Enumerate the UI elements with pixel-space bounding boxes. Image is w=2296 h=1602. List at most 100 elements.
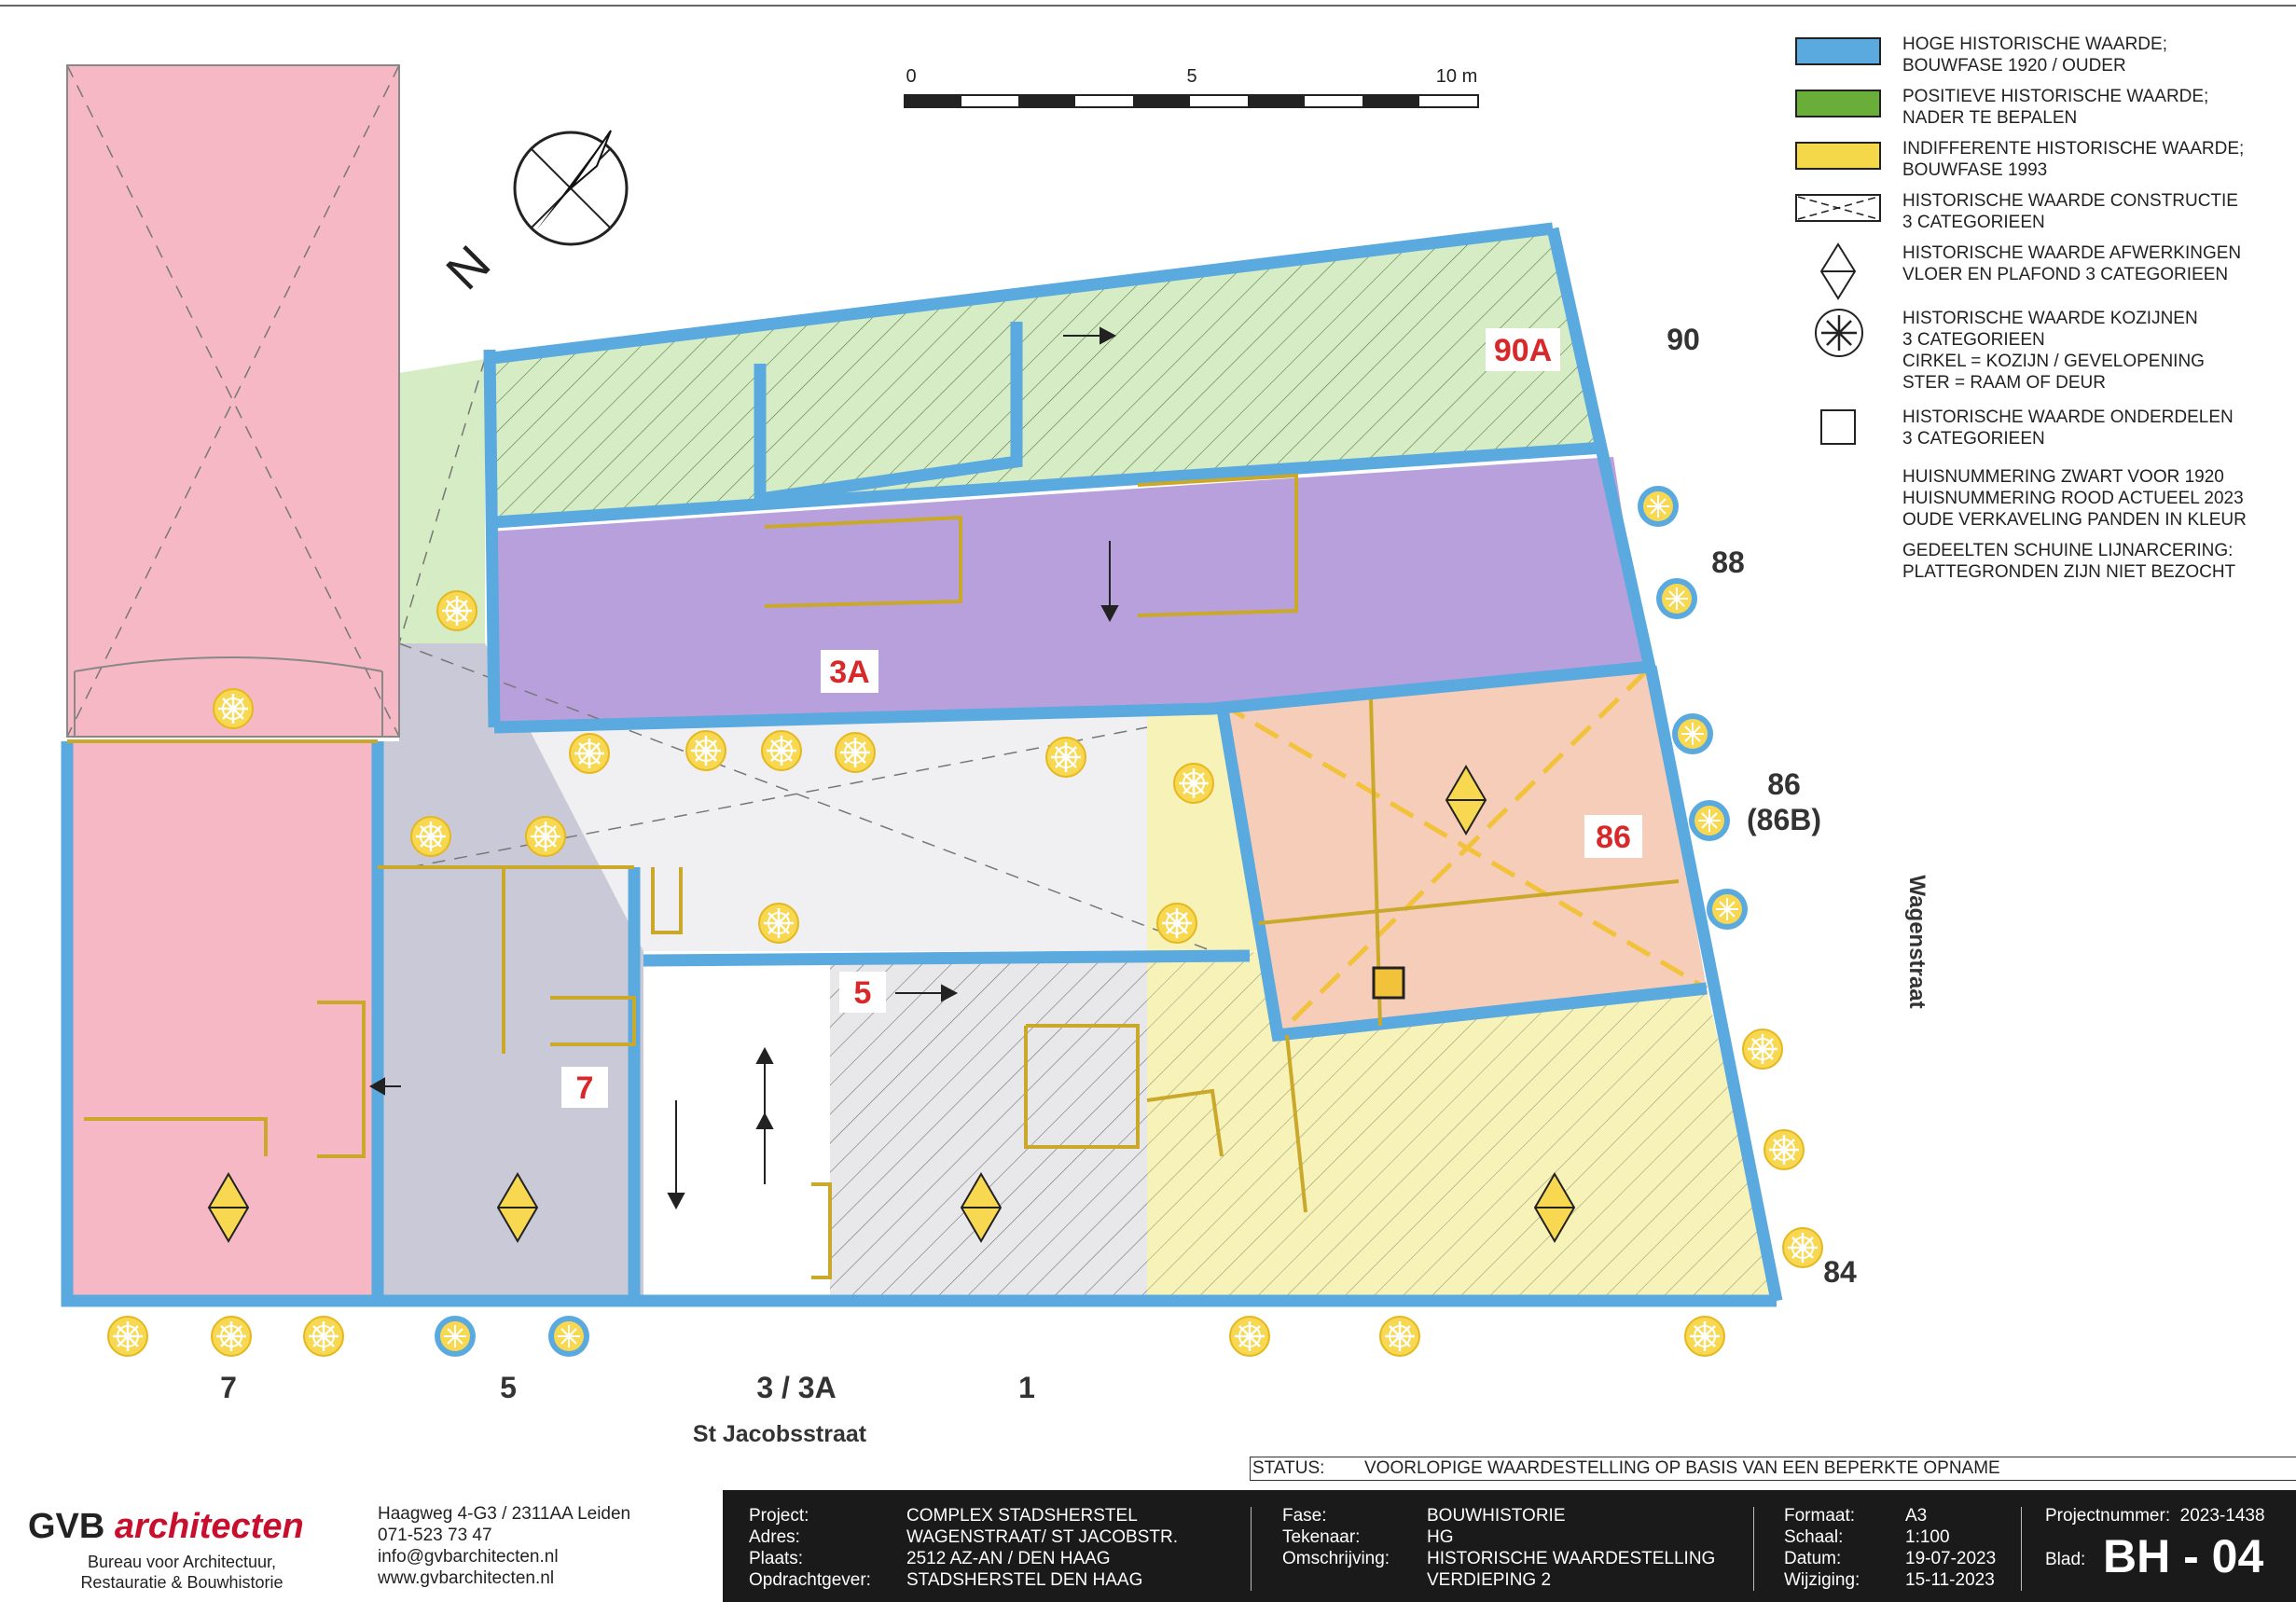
legend-item-construction: HISTORISCHE WAARDE CONSTRUCTIE 3 CATEGOR…: [1795, 190, 2289, 233]
walls-blue: [61, 222, 1783, 1307]
house-number-90: 90: [1667, 323, 1700, 356]
value-datum: 19-07-2023: [1905, 1549, 1997, 1568]
value-fase: BOUWHISTORIE: [1427, 1506, 1566, 1526]
legend-text-positive-value: POSITIEVE HISTORISCHE WAARDE; NADER TE B…: [1902, 87, 2209, 128]
value-project: COMPLEX STADSHERSTEL: [906, 1506, 1138, 1526]
north-letter: N: [436, 235, 501, 300]
value-projectnummer: 2023-1438: [2179, 1506, 2265, 1526]
legend-diamond-icon: [1819, 242, 1857, 300]
street-st-jacobsstraat: St Jacobsstraat: [693, 1421, 867, 1447]
firm-tagline: Bureau voor Architectuur, Restauratie & …: [80, 1553, 284, 1592]
firm-name-b: architecten: [114, 1507, 304, 1546]
plot-white-stair: [643, 960, 830, 1301]
label-plaats: Plaats:: [749, 1549, 804, 1568]
legend-text-kozijnen: HISTORISCHE WAARDE KOZIJNEN 3 CATEGORIEE…: [1902, 309, 2205, 393]
title-block-firm: GVB architecten Bureau voor Architectuur…: [0, 1490, 723, 1602]
plot-light-court: [485, 643, 1212, 951]
legend-text-parts: HISTORISCHE WAARDE ONDERDELEN 3 CATEGORI…: [1902, 407, 2234, 449]
label-project: Project:: [749, 1506, 809, 1526]
legend-item-positive-value: POSITIEVE HISTORISCHE WAARDE; NADER TE B…: [1795, 86, 2289, 129]
scale-tick-5: 5: [1186, 66, 1196, 87]
value-opdrachtgever: STADSHERSTEL DEN HAAG: [906, 1570, 1143, 1590]
firm-contact: Haagweg 4-G3 / 2311AA Leiden 071-523 73 …: [378, 1503, 630, 1589]
legend-text-construction: HISTORISCHE WAARDE CONSTRUCTIE 3 CATEGOR…: [1902, 191, 2238, 232]
house-number-5: 5: [500, 1371, 517, 1404]
firm-phone: 071-523 73 47: [378, 1526, 492, 1545]
status-text: VOORLOPIGE WAARDESTELLING OP BASIS VAN E…: [1364, 1458, 2000, 1478]
label-datum: Datum:: [1784, 1549, 1842, 1568]
label-7: 7: [576, 1070, 594, 1106]
stair-arrows: [368, 326, 1119, 1210]
yellow-x-dashes: [1220, 670, 1708, 1037]
value-tekenaar: HG: [1427, 1527, 1454, 1547]
label-wijziging: Wijziging:: [1784, 1570, 1860, 1590]
scale-bar: 0 5 10 m: [904, 66, 1479, 108]
scale-tick-0: 0: [906, 66, 916, 87]
legend-notes: HUISNUMMERING ZWART VOOR 1920 HUISNUMMER…: [1795, 466, 2289, 583]
legend-asterisk-circle-icon: [1815, 309, 1863, 357]
legend-yellow-band-icon: [1795, 142, 1881, 170]
format-labels: Formaat: Schaal: Datum: Wijziging:: [1784, 1505, 1860, 1591]
label-schaal: Schaal:: [1784, 1527, 1844, 1547]
onderdeel-square: [1372, 966, 1405, 1000]
projectnumber: Projectnummer: 2023-1438: [2045, 1505, 2265, 1526]
house-number-86b: (86B): [1747, 803, 1821, 836]
separator: [2021, 1507, 2022, 1591]
legend-item-kozijnen: HISTORISCHE WAARDE KOZIJNEN 3 CATEGORIEE…: [1795, 308, 2289, 397]
status-label: STATUS:: [1252, 1458, 1325, 1478]
value-schaal: 1:100: [1905, 1527, 1950, 1547]
value-adres: WAGENSTRAAT/ ST JACOBSTR.: [906, 1527, 1179, 1547]
legend-green-band-icon: [1795, 90, 1881, 117]
house-numbers: 90 88 86 (86B) 84 7 5 3 / 3A 1: [220, 323, 1857, 1404]
legend: HOGE HISTORISCHE WAARDE; BOUWFASE 1920 /…: [1795, 34, 2289, 592]
legend-item-finishes: HISTORISCHE WAARDE AFWERKINGEN VLOER EN …: [1795, 242, 2289, 300]
red-labels: 90A 3A 86 5 7: [561, 328, 1642, 1108]
walls-pink: [66, 64, 400, 738]
legend-item-high-value: HOGE HISTORISCHE WAARDE; BOUWFASE 1920 /…: [1795, 34, 2289, 76]
label-opdrachtgever: Opdrachtgever:: [749, 1570, 871, 1590]
street-wagenstraat: Wagenstraat: [1904, 875, 1929, 1008]
label-adres: Adres:: [749, 1527, 800, 1547]
floor-plan: 90A 3A 86 5 7 90 88 86 (86B) 84 7 5 3 / …: [0, 5, 2296, 1447]
legend-item-parts: HISTORISCHE WAARDE ONDERDELEN 3 CATEGORI…: [1795, 407, 2289, 449]
project-labels: Project: Adres: Plaats: Opdrachtgever:: [749, 1505, 871, 1591]
label-fase: Fase:: [1282, 1506, 1327, 1526]
firm-logo: GVB architecten: [28, 1507, 304, 1547]
plot-pink-7: [67, 741, 378, 1301]
label-omschrijving: Omschrijving:: [1282, 1549, 1390, 1568]
scale-tick-10m: 10 m: [1436, 66, 1477, 87]
house-number-1: 1: [1018, 1371, 1035, 1404]
label-5: 5: [854, 975, 872, 1011]
legend-text-high-value: HOGE HISTORISCHE WAARDE; BOUWFASE 1920 /…: [1902, 35, 2167, 76]
house-number-3-3a: 3 / 3A: [756, 1371, 836, 1404]
format-values: A3 1:100 19-07-2023 15-11-2023: [1905, 1505, 1996, 1591]
construction-dashes: [66, 64, 1213, 952]
plot-hatched-1-hatch: [830, 960, 1147, 1301]
phase-labels: Fase: Tekenaar: Omschrijving:: [1282, 1505, 1390, 1569]
separator: [1251, 1507, 1252, 1591]
legend-square-icon: [1820, 409, 1856, 445]
project-values: COMPLEX STADSHERSTEL WAGENSTRAAT/ ST JAC…: [906, 1505, 1178, 1591]
label-formaat: Formaat:: [1784, 1506, 1856, 1526]
legend-text-finishes: HISTORISCHE WAARDE AFWERKINGEN VLOER EN …: [1902, 243, 2242, 284]
title-block-project: Project: Adres: Plaats: Opdrachtgever: C…: [723, 1490, 2296, 1602]
phase-values: BOUWHISTORIE HG HISTORISCHE WAARDESTELLI…: [1427, 1505, 1715, 1591]
value-wijziging: 15-11-2023: [1905, 1570, 1995, 1590]
house-number-7: 7: [220, 1371, 237, 1404]
value-blad: BH - 04: [2103, 1530, 2264, 1582]
label-blad: Blad:: [2045, 1550, 2086, 1569]
firm-name-a: GVB: [28, 1507, 105, 1546]
separator: [1753, 1507, 1754, 1591]
north-arrow: N: [436, 130, 629, 300]
legend-item-indifferent-value: INDIFFERENTE HISTORISCHE WAARDE; BOUWFAS…: [1795, 138, 2289, 181]
value-formaat: A3: [1905, 1506, 1928, 1526]
label-90a: 90A: [1494, 333, 1552, 368]
house-number-88: 88: [1711, 546, 1745, 579]
house-number-84: 84: [1823, 1255, 1857, 1289]
value-plaats: 2512 AZ-AN / DEN HAAG: [906, 1549, 1111, 1568]
firm-address: Haagweg 4-G3 / 2311AA Leiden: [378, 1504, 631, 1524]
label-tekenaar: Tekenaar:: [1282, 1527, 1361, 1547]
status-bar: STATUS: VOORLOPIGE WAARDESTELLING OP BASI…: [1250, 1457, 2296, 1481]
value-verdieping: VERDIEPING 2: [1427, 1570, 1552, 1590]
title-block: GVB architecten Bureau voor Architectuur…: [0, 1490, 2296, 1602]
